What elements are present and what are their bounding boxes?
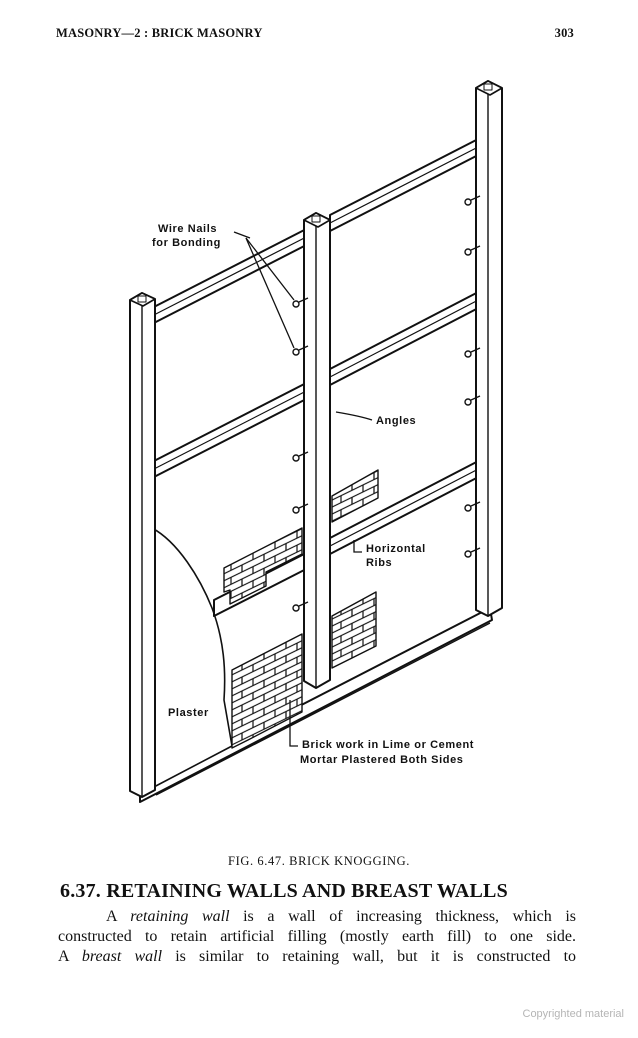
label-wire-nails-1: Wire Nails [158, 223, 217, 235]
page-number: 303 [554, 26, 574, 40]
running-head: MASONRY—2 : BRICK MASONRY 303 [56, 26, 574, 41]
label-plaster: Plaster [168, 707, 209, 719]
copyright-watermark: Copyrighted material [522, 1008, 625, 1020]
brick-panel-upper [223, 527, 303, 605]
body-paragraph: A retaining wall is a wall of increasing… [58, 907, 576, 967]
leader-lines [233, 231, 373, 747]
paragraph-line-3: A breast wall is similar to retaining wa… [58, 948, 577, 965]
label-angles: Angles [376, 415, 416, 427]
term-retaining-wall: retaining wall [130, 908, 230, 925]
plaster-area [151, 527, 233, 789]
brick-panel-upper-right [331, 469, 379, 523]
brick-panel-lower-right [331, 591, 377, 669]
section-heading: 6.37. RETAINING WALLS AND BREAST WALLS [60, 880, 508, 902]
label-brick-work-2: Mortar Plastered Both Sides [300, 754, 464, 766]
figure-caption: FIG. 6.47. BRICK KNOGGING. [228, 854, 410, 868]
term-breast-wall: breast wall [81, 948, 163, 965]
brick-knogging-figure: Wire Nails for Bonding Angles Horizontal… [0, 60, 638, 850]
paragraph-line-1: A retaining wall is a wall of increasing… [106, 908, 577, 925]
label-wire-nails-2: for Bonding [152, 237, 221, 249]
bottom-sill [139, 607, 493, 803]
wire-nails [292, 195, 481, 612]
brick-panel-lower [231, 633, 303, 749]
paragraph-line-2: constructed to retain artificial filling… [58, 928, 576, 945]
figure-drawing: Wire Nails for Bonding Angles Horizontal… [129, 80, 503, 803]
running-head-title: MASONRY—2 : BRICK MASONRY [56, 26, 263, 40]
label-horizontal-ribs-1: Horizontal [366, 543, 426, 555]
label-brick-work-1: Brick work in Lime or Cement [302, 739, 474, 751]
label-horizontal-ribs-2: Ribs [366, 557, 392, 569]
middle-post [303, 212, 331, 689]
